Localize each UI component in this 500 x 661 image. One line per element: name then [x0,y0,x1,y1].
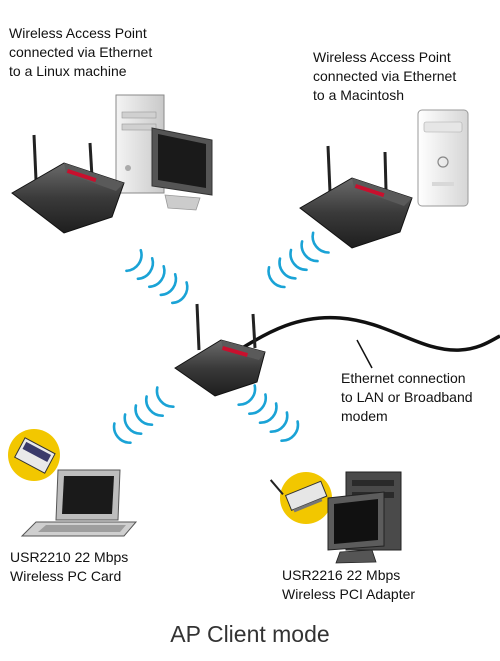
label-line: Wireless PCI Adapter [282,586,416,602]
signal-waves-top-right [267,231,330,289]
label-line: to LAN or Broadband [341,389,473,405]
signal-wave-arc [159,273,178,297]
signal-wave-arc [112,422,132,445]
label-line: to a Linux machine [9,63,127,79]
signal-wave-arc [171,281,189,305]
signal-wave-arc [289,248,308,272]
linux-desktop-icon [115,94,213,211]
label-line: Ethernet connection [341,370,466,386]
label-line: connected via Ethernet [313,68,457,84]
label-linux-access-point: Wireless Access Point connected via Ethe… [9,24,152,81]
label-line: modem [341,408,388,424]
signal-wave-arc [134,404,154,427]
access-point-icon [11,134,125,234]
label-line: USR2216 22 Mbps [282,567,401,583]
label-pc-card: USR2210 22 Mbps Wireless PC Card [10,548,128,586]
label-ethernet-connection: Ethernet connection to LAN or Broadband … [341,369,473,426]
diagram-caption: AP Client mode [170,621,330,647]
signal-wave-arc [144,395,164,418]
access-point-icon [174,303,266,397]
signal-waves-to-laptop [112,386,175,445]
signal-wave-arc [269,411,289,434]
signal-wave-arc [136,257,155,281]
signal-wave-arc [278,257,297,280]
signal-wave-arc [280,420,300,443]
label-line: Wireless Access Point [313,49,451,65]
label-line: Wireless Access Point [9,25,147,41]
signal-wave-arc [148,265,166,289]
access-point-icon [299,145,413,249]
label-line: to a Macintosh [313,87,405,103]
label-line: connected via Ethernet [9,44,153,60]
pc-card-icon [8,429,60,481]
signal-waves-top-left [125,248,189,305]
label-mac-access-point: Wireless Access Point connected via Ethe… [313,48,456,105]
label-line: Wireless PC Card [10,568,122,584]
label-pci-adapter: USR2216 22 Mbps Wireless PCI Adapter [282,566,415,604]
ethernet-cable-icon [235,315,500,369]
desktop-pc-icon [327,471,402,564]
pci-adapter-icon [269,472,332,524]
label-line: USR2210 22 Mbps [10,549,129,565]
ethernet-pointer-line [356,339,373,369]
signal-wave-arc [123,413,143,436]
signal-waves-to-pci [237,384,300,443]
signal-wave-arc [300,240,319,263]
signal-wave-arc [311,231,330,254]
signal-wave-arc [267,266,286,289]
signal-wave-arc [125,248,143,273]
signal-wave-arc [248,393,268,416]
laptop-icon [20,469,138,537]
signal-wave-arc [258,402,278,425]
signal-wave-arc [237,384,257,407]
macintosh-tower-icon [417,109,469,207]
signal-wave-arc [155,386,175,409]
